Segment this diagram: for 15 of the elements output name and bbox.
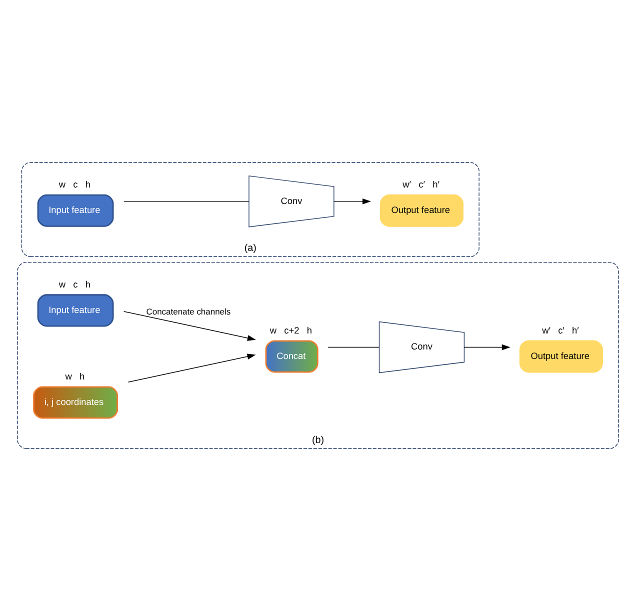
node-label: w c h <box>58 180 91 190</box>
node-label: w′ c′ h′ <box>542 325 579 336</box>
edge-label: Concatenate channels <box>146 306 231 316</box>
node-box: Conv <box>378 321 465 374</box>
node-label: w c h <box>58 279 91 290</box>
node-label: w c+2 h <box>270 325 312 336</box>
connector <box>124 201 250 202</box>
arrow <box>464 344 510 350</box>
node-label: w′ c′ h′ <box>402 180 440 190</box>
arrow <box>334 198 371 204</box>
arrow <box>128 354 256 382</box>
connector <box>328 346 380 348</box>
node-label: w h <box>65 371 85 382</box>
node-box: Conv <box>248 176 334 228</box>
arrow <box>124 311 256 341</box>
